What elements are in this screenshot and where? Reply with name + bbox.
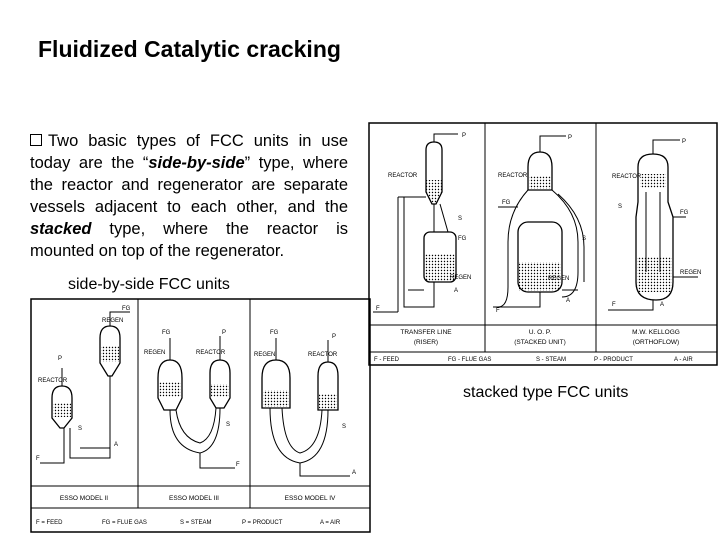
m2-f-label: F — [36, 456, 40, 462]
caption-stacked: stacked type FCC units — [463, 384, 629, 401]
intro-paragraph: Two basic types of FCC units in use toda… — [30, 130, 348, 262]
s3-s-label: S — [618, 204, 622, 210]
side-by-side-fcc-figure: REGEN FG P REACTOR S A F FG P REGEN REAC… — [30, 298, 372, 534]
esso-model-2-unit — [40, 311, 130, 464]
side-by-side-fcc-drawing: REGEN FG P REACTOR S A F FG P REGEN REAC… — [30, 298, 371, 533]
m3-s-label: S — [226, 422, 230, 428]
stacked-unit-2-name: U. O. P. — [529, 329, 551, 336]
s3-a-label: A — [660, 302, 664, 308]
stacked-unit-1-sub: (RISER) — [414, 339, 438, 346]
m2-fg-label: FG — [122, 306, 131, 312]
m3-regen-label: REGEN — [144, 350, 165, 356]
m4-regen-label: REGEN — [254, 352, 275, 358]
m3-reactor-label: REACTOR — [196, 350, 226, 356]
esso-model-4-unit — [261, 338, 350, 477]
s1-a-label: A — [454, 288, 458, 294]
kellogg-orthoflow-unit — [608, 139, 698, 311]
side-legend-feed: F = FEED — [36, 520, 63, 526]
m4-fg-label: FG — [270, 330, 279, 336]
paragraph-part-2: ” type, where the reactor and regenerato… — [30, 154, 348, 216]
figure-border — [30, 298, 371, 533]
paragraph-part-3: type, where the reactor is mounted on to… — [30, 220, 348, 260]
s2-regen-label: REGEN — [548, 276, 569, 282]
s3-f-label: F — [612, 302, 616, 308]
m2-s-label: S — [78, 426, 82, 432]
slide-title: Fluidized Catalytic cracking — [38, 36, 341, 62]
m2-regen-label: REGEN — [102, 318, 123, 324]
m2-p-label: P — [58, 356, 62, 362]
stacked-legend-flue-gas: FG - FLUE GAS — [448, 357, 491, 363]
side-legend-air: A = AIR — [320, 520, 341, 526]
m4-p-label: P — [332, 334, 336, 340]
s2-f-label: F — [496, 308, 500, 314]
s1-reactor-label: REACTOR — [388, 173, 418, 179]
s2-p-label: P — [568, 135, 572, 141]
emphasis-stacked: stacked — [30, 220, 92, 238]
caption-side-by-side: side-by-side FCC units — [68, 276, 230, 293]
s2-reactor-label: REACTOR — [498, 173, 528, 179]
side-unit-3-name: ESSO MODEL IV — [285, 495, 336, 502]
m4-a-label: A — [352, 470, 356, 476]
stacked-legend-product: P - PRODUCT — [594, 357, 633, 363]
s3-regen-label: REGEN — [680, 270, 701, 276]
stacked-fcc-figure: P REACTOR S FG REGEN A F P REACTOR FG S … — [368, 122, 720, 367]
m4-s-label: S — [342, 424, 346, 430]
stacked-unit-1-name: TRANSFER LINE — [400, 329, 452, 336]
m3-fg-label: FG — [162, 330, 171, 336]
s2-s-label: S — [582, 236, 586, 242]
checkbox-bullet-icon — [30, 134, 42, 146]
stacked-unit-2-sub: (STACKED UNIT) — [514, 339, 566, 346]
s1-fg-label: FG — [458, 236, 467, 242]
s1-f-label: F — [376, 306, 380, 312]
emphasis-side-by-side: side-by-side — [148, 154, 245, 172]
side-legend-flue-gas: FG = FLUE GAS — [102, 520, 147, 526]
s3-reactor-label: REACTOR — [612, 174, 642, 180]
stacked-legend-steam: S - STEAM — [536, 357, 566, 363]
stacked-fcc-drawing: P REACTOR S FG REGEN A F P REACTOR FG S … — [368, 122, 718, 366]
s2-a-label: A — [566, 298, 570, 304]
side-legend-product: P = PRODUCT — [242, 520, 283, 526]
paragraph-part-1: Two basic types of FCC units in use toda… — [30, 132, 348, 172]
m2-a-label: A — [114, 442, 118, 448]
figure-border — [368, 122, 718, 366]
esso-model-3-unit — [157, 336, 235, 469]
stacked-legend-feed: F - FEED — [374, 357, 400, 363]
stacked-unit-3-sub: (ORTHOFLOW) — [633, 339, 679, 346]
uop-stacked-unit — [493, 135, 585, 308]
side-legend-steam: S = STEAM — [180, 520, 212, 526]
side-unit-1-name: ESSO MODEL II — [60, 495, 108, 502]
transfer-line-unit — [373, 133, 458, 313]
s1-regen-label: REGEN — [450, 275, 471, 281]
m3-f-label: F — [236, 462, 240, 468]
stacked-unit-3-name: M.W. KELLOGG — [632, 329, 680, 336]
stacked-legend-air: A - AIR — [674, 357, 693, 363]
s1-p-label: P — [462, 133, 466, 139]
m2-reactor-label: REACTOR — [38, 378, 68, 384]
s3-fg-label: FG — [680, 210, 689, 216]
side-unit-2-name: ESSO MODEL III — [169, 495, 219, 502]
m3-p-label: P — [222, 330, 226, 336]
s3-p-label: P — [682, 139, 686, 145]
s1-s-label: S — [458, 216, 462, 222]
s2-fg-label: FG — [502, 200, 511, 206]
m4-reactor-label: REACTOR — [308, 352, 338, 358]
